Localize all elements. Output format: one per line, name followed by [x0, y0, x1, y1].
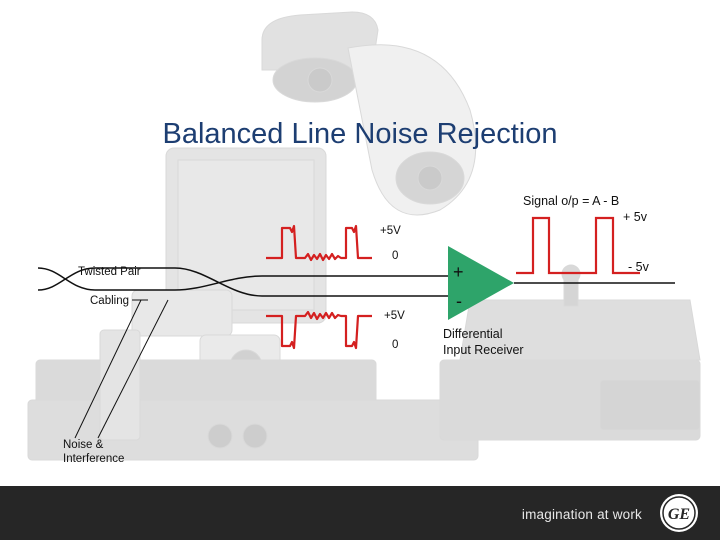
ge-logo-text: GE	[668, 506, 690, 523]
top-zero-label: 0	[392, 250, 399, 262]
tagline: imagination at work	[521, 507, 642, 522]
bottom-plus5-label: +5V	[384, 310, 405, 322]
background-photo	[27, 11, 701, 461]
slide-title: Balanced Line Noise Rejection	[162, 118, 558, 150]
noise-label: Noise &	[63, 439, 104, 451]
minus-input-label: -	[456, 291, 462, 311]
twisted-pair-label: Twisted Pair	[78, 266, 141, 278]
receiver-label-line2: Input Receiver	[443, 343, 524, 357]
twisted-pair-cable	[37, 267, 455, 297]
ge-logo: GE	[660, 494, 698, 532]
plus-input-label: +	[453, 262, 464, 282]
receiver-label-line1: Differential	[443, 327, 503, 341]
waveform-a	[266, 224, 372, 262]
noise-arrows	[74, 299, 169, 439]
differential-amplifier	[448, 246, 514, 320]
waveform-b	[266, 310, 372, 350]
cabling-label: Cabling	[90, 295, 129, 307]
footer-bar: imagination at work GE	[0, 486, 720, 540]
balanced-line-diagram	[37, 216, 675, 439]
top-plus5-label: +5V	[380, 225, 401, 237]
interference-label: Interference	[63, 453, 125, 465]
output-minus5-label: - 5v	[628, 260, 649, 274]
bottom-zero-label: 0	[392, 339, 399, 351]
signal-output-label: Signal o/p = A - B	[523, 194, 620, 208]
output-waveform	[516, 216, 640, 275]
output-plus5-label: + 5v	[623, 210, 647, 224]
